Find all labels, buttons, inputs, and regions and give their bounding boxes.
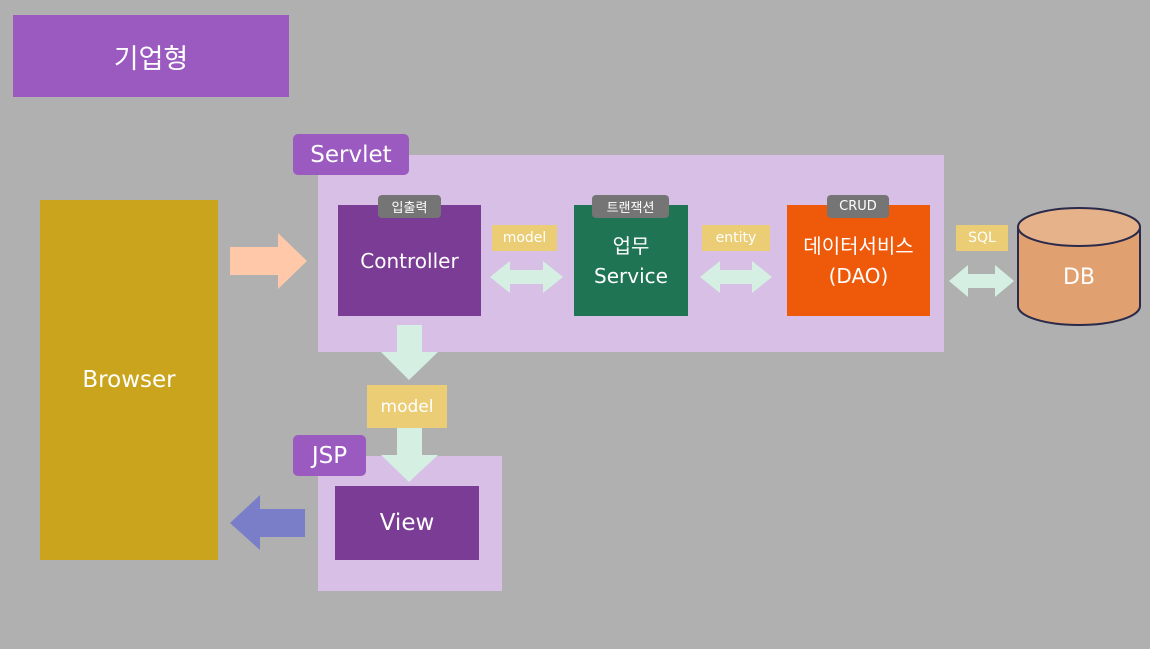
controller-box: Controller [338, 205, 481, 316]
jsp-tag: JSP [293, 435, 366, 476]
service-line1: 업무 [612, 233, 650, 258]
model-label-top: model [492, 225, 557, 251]
service-dao-arrow [700, 261, 772, 293]
model-view-arrow [381, 428, 438, 482]
controller-down-arrow [381, 325, 438, 380]
service-line2: Service [594, 263, 668, 288]
dao-line2: (DAO) [828, 263, 889, 288]
db-cylinder [1017, 207, 1141, 326]
entity-label: entity [702, 225, 770, 251]
servlet-tag: Servlet [293, 134, 409, 175]
dao-badge: CRUD [827, 195, 889, 218]
controller-label: Controller [360, 248, 459, 273]
service-box: 업무 Service [574, 205, 688, 316]
view-label: View [379, 510, 435, 536]
controller-badge: 입출력 [378, 195, 441, 218]
browser-block: Browser [40, 200, 218, 560]
dao-line1: 데이터서비스 [803, 233, 914, 258]
sql-label: SQL [956, 225, 1008, 251]
dao-box: 데이터서비스 (DAO) [787, 205, 930, 316]
view-box: View [335, 486, 479, 560]
controller-service-arrow [490, 261, 563, 293]
page-title: 기업형 [13, 15, 289, 97]
response-arrow [230, 495, 305, 550]
dao-db-arrow [949, 265, 1014, 297]
db-label: DB [1062, 264, 1096, 290]
request-arrow [230, 233, 307, 289]
service-badge: 트랜잭션 [592, 195, 669, 218]
model-label-bottom: model [367, 385, 447, 428]
